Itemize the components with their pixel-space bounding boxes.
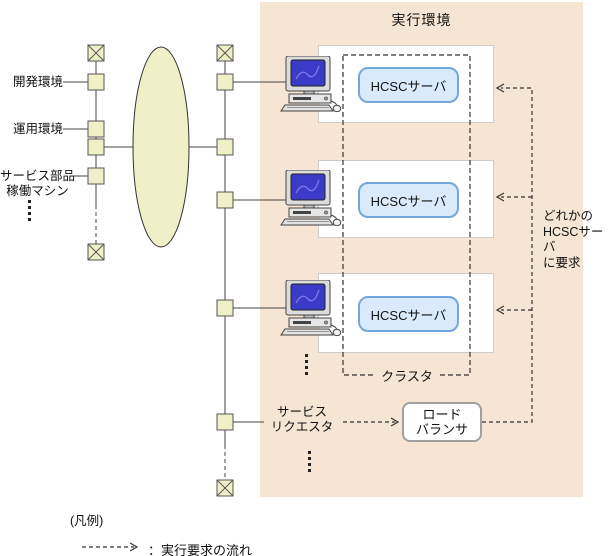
node-square-icon (216, 73, 234, 91)
crossed-square-terminator-icon (87, 44, 105, 62)
label-development-environment: 開発環境 (13, 75, 64, 89)
node-square-icon (216, 299, 234, 317)
computer-icon (280, 170, 342, 226)
node-square-icon (87, 73, 105, 91)
network-ellipse (132, 46, 190, 248)
label-service-component-machine: サービス部品 稼働マシン (0, 169, 76, 198)
node-square-icon (87, 138, 105, 156)
label-operation-environment: 運用環境 (13, 122, 64, 136)
computer-icon (280, 280, 342, 336)
server-machine-box-1: HCSCサーバ (318, 45, 494, 123)
hcsc-server-2: HCSCサーバ (358, 182, 459, 218)
legend-separator: ： (148, 543, 162, 556)
node-square-icon (87, 120, 105, 138)
network-terminator-icons (87, 44, 234, 497)
legend-flow-arrow (82, 542, 139, 552)
server-machine-box-3: HCSCサーバ (318, 273, 494, 353)
legend-title: (凡例) (70, 514, 104, 528)
server-machine-box-2: HCSCサーバ (318, 160, 494, 238)
crossed-square-terminator-icon (216, 479, 234, 497)
hcsc-server-3: HCSCサーバ (358, 296, 459, 332)
crossed-square-terminator-icon (216, 44, 234, 62)
continuation-dots (28, 200, 31, 221)
crossed-square-terminator-icon (87, 243, 105, 261)
node-square-icon (216, 138, 234, 156)
load-balancer-box: ロード バランサ (402, 402, 482, 442)
node-square-icon (87, 167, 105, 185)
service-requester-label: サービス リクエスタ (270, 405, 334, 434)
legend-flow-label: ：実行要求の流れ (148, 540, 252, 556)
cluster-label: クラスタ (376, 366, 438, 385)
left-network-bus (63, 61, 133, 244)
node-square-icon (216, 191, 234, 209)
hcsc-server-1: HCSCサーバ (358, 67, 459, 103)
node-square-icon (216, 413, 234, 431)
legend-flow-text: 実行要求の流れ (161, 543, 253, 556)
request-note: どれかの HCSCサーバ に要求 (543, 209, 604, 270)
execution-environment-title: 実行環境 (391, 12, 452, 28)
network-node-squares (87, 73, 234, 431)
continuation-dots (305, 354, 308, 375)
computer-icon (280, 56, 342, 112)
arrowhead-right (129, 542, 139, 552)
continuation-dots (308, 451, 311, 472)
